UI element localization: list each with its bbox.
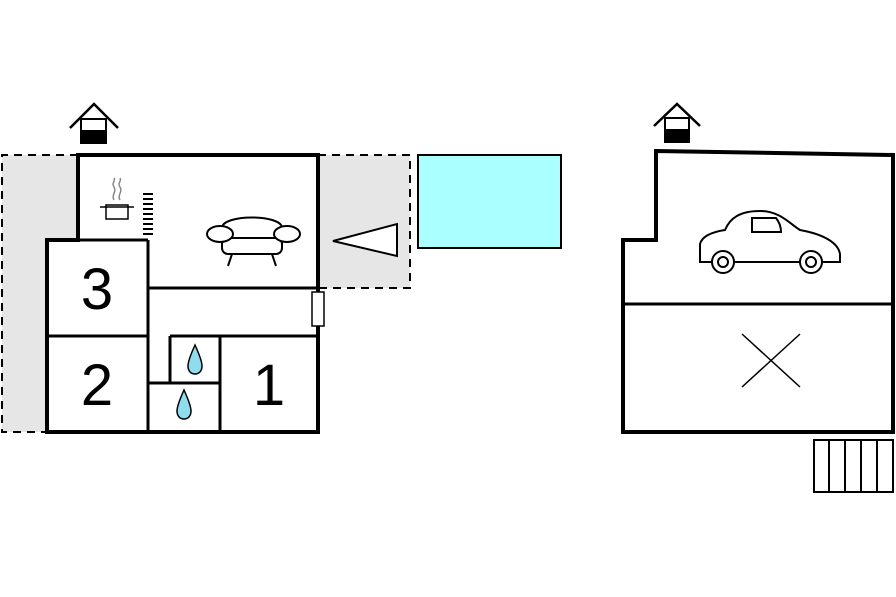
sofa-icon	[206, 216, 301, 267]
pool	[417, 154, 562, 249]
door-icon	[311, 291, 325, 327]
house-entrance-icon	[69, 102, 119, 144]
room-label-3: 3	[81, 257, 113, 322]
window-view-icon	[332, 222, 398, 258]
kitchen-pot-icon	[100, 177, 134, 220]
house-entrance-icon	[653, 102, 701, 143]
radiator-icon	[143, 193, 153, 235]
stairs-icon	[813, 439, 894, 493]
water-drop-icon	[187, 343, 203, 375]
interior-walls	[47, 238, 318, 432]
terrace-area	[1, 154, 411, 433]
car-icon	[699, 209, 841, 274]
water-drop-icon	[176, 388, 192, 420]
room-label-2: 2	[81, 353, 113, 418]
cross-icon	[741, 333, 801, 388]
room-label-1: 1	[253, 353, 285, 418]
upper-floor-outline	[621, 148, 895, 434]
